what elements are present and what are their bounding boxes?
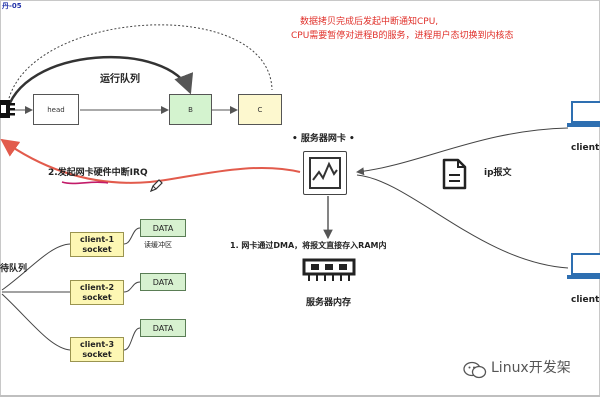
header-fragment: 丹-05 xyxy=(2,2,22,10)
socket-client-1: client-1 socket xyxy=(70,232,124,257)
socket-data-line-3 xyxy=(123,327,141,351)
socket-data-line-1 xyxy=(123,227,141,245)
memory-label: 服务器内存 xyxy=(306,298,352,308)
pulse-icon xyxy=(309,157,341,189)
annotation-line-2: CPU需要暂停对进程B的服务，进程用户态切换到内核态 xyxy=(291,31,514,41)
client-line-top xyxy=(356,127,569,176)
nic-icon xyxy=(303,151,347,195)
socket-name: client-1 xyxy=(79,235,115,245)
irq-arrow xyxy=(0,138,301,184)
wechat-icon xyxy=(463,361,487,379)
laptop-icon xyxy=(567,253,600,279)
wait-line-1 xyxy=(1,243,71,291)
underline-mark xyxy=(61,181,109,185)
dma-label: 1. 网卡通过DMA，将报文直接存入RAM内 xyxy=(230,241,387,250)
client-label-bottom: client xyxy=(571,295,600,305)
dotted-arc xyxy=(7,24,273,103)
socket-name: client-3 xyxy=(79,340,115,350)
irq-label: 2.发起网卡硬件中断IRQ xyxy=(48,168,148,178)
socket-client-2: client-2 socket xyxy=(70,280,124,305)
read-buffer-label: 读缓冲区 xyxy=(144,241,172,249)
data-block-1: DATA xyxy=(140,219,186,237)
socket-data-line-2 xyxy=(123,281,141,293)
run-queue-label: 运行队列 xyxy=(100,74,140,85)
socket-suffix: socket xyxy=(82,244,112,254)
ram-icon xyxy=(302,258,356,281)
solid-arc xyxy=(4,56,194,116)
client-line-bottom xyxy=(356,174,569,269)
pencil-icon xyxy=(149,179,163,193)
cpu-icon xyxy=(0,100,15,118)
socket-suffix: socket xyxy=(82,292,112,302)
queue-node-head: head xyxy=(33,94,79,125)
nic-label-bullets: • 服务器网卡 • xyxy=(292,134,355,144)
wait-queue-label: 待队列 xyxy=(0,264,28,274)
socket-name: client-2 xyxy=(79,283,115,293)
queue-node-c: C xyxy=(238,94,282,125)
annotation-line-1: 数据拷贝完成后发起中断通知CPU, xyxy=(300,17,439,27)
wait-line-3 xyxy=(1,293,71,351)
data-block-2: DATA xyxy=(140,273,186,291)
data-block-3: DATA xyxy=(140,319,186,337)
socket-client-3: client-3 socket xyxy=(70,337,124,362)
watermark-text: Linux开发架 xyxy=(491,360,571,376)
packet-icon xyxy=(442,158,467,190)
client-label-top: client xyxy=(571,143,600,153)
socket-suffix: socket xyxy=(82,349,112,359)
packet-label: ip报文 xyxy=(484,168,512,178)
nic-label: 服务器网卡 xyxy=(300,134,346,144)
laptop-icon xyxy=(567,101,600,127)
queue-node-b: B xyxy=(169,94,212,125)
